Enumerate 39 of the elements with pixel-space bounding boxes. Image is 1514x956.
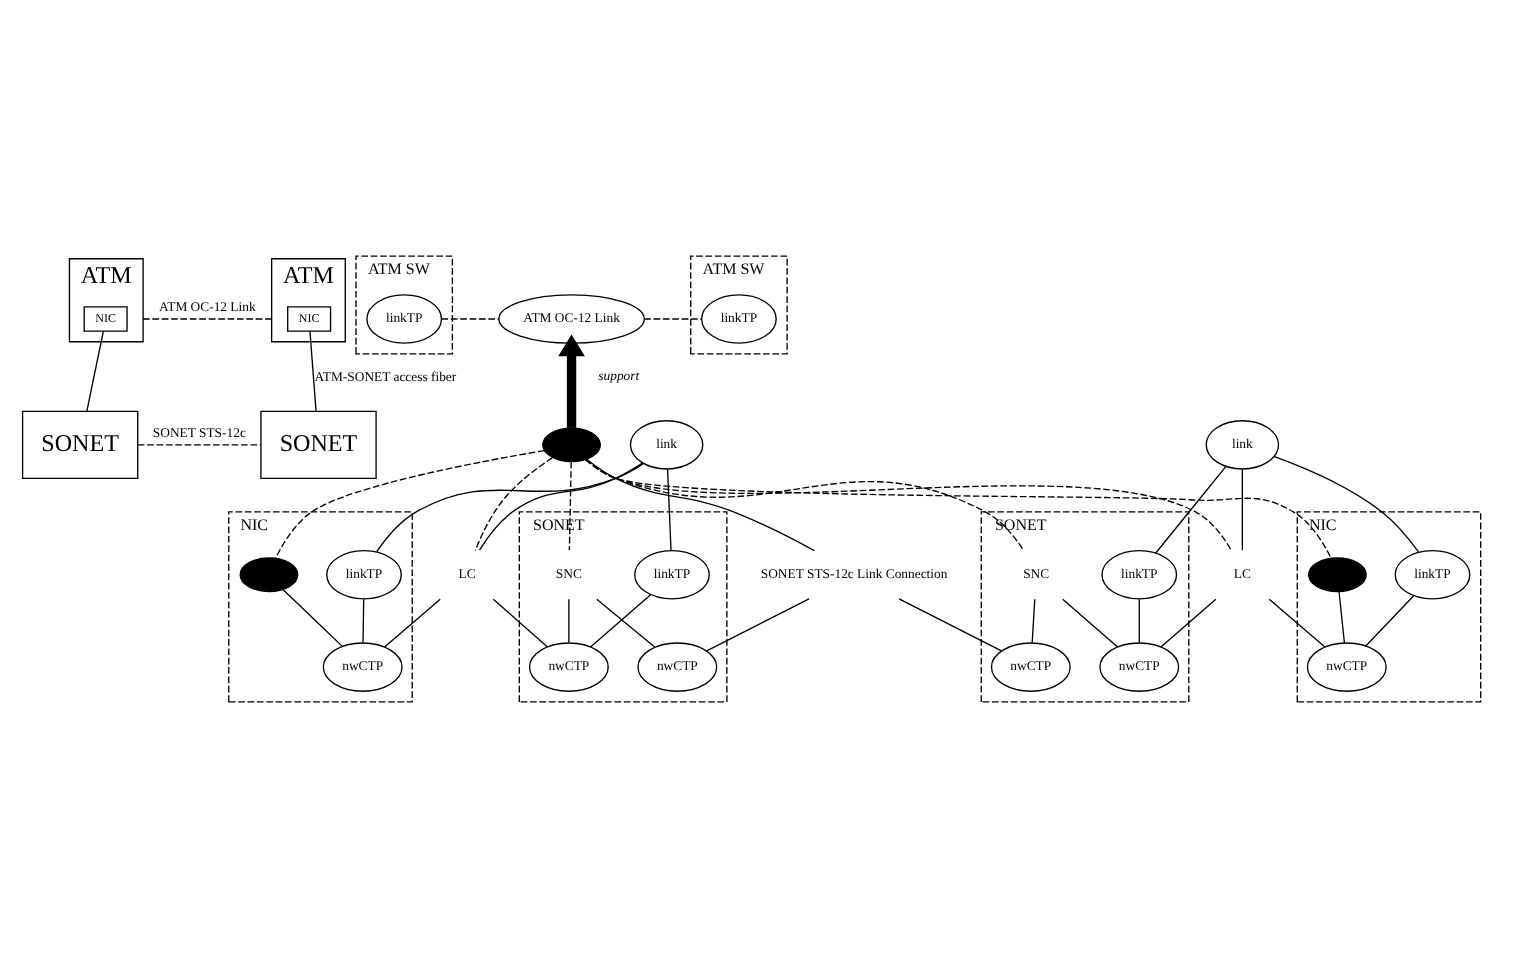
node-box: SONET xyxy=(260,409,377,478)
connector xyxy=(142,317,273,319)
connector xyxy=(440,317,500,319)
connector xyxy=(1031,597,1036,643)
connector xyxy=(898,597,1003,651)
connector xyxy=(1155,464,1227,553)
connector xyxy=(1338,590,1346,643)
connector xyxy=(568,597,570,643)
connector xyxy=(568,460,572,550)
connector xyxy=(1273,455,1420,552)
connector xyxy=(666,467,672,551)
connector xyxy=(706,597,810,651)
connector xyxy=(383,597,441,647)
node-ellipse xyxy=(239,556,299,592)
connector xyxy=(1160,597,1217,647)
connector xyxy=(137,443,262,445)
connector xyxy=(474,456,553,551)
connector xyxy=(282,588,344,647)
connector xyxy=(586,457,815,551)
connector xyxy=(1138,597,1140,643)
connector xyxy=(1062,597,1118,647)
node-ellipse xyxy=(542,426,601,462)
connector xyxy=(584,457,1233,551)
connector xyxy=(86,329,104,411)
connector xyxy=(362,597,365,643)
connector xyxy=(1241,467,1244,550)
node-box: SONET xyxy=(21,409,139,478)
connector xyxy=(1365,594,1415,646)
connector xyxy=(1268,597,1326,647)
connector xyxy=(643,317,703,319)
connector xyxy=(585,458,1024,550)
connector xyxy=(478,461,644,550)
connector xyxy=(309,329,317,411)
connector xyxy=(376,461,644,552)
node-ellipse xyxy=(1307,556,1367,592)
connector xyxy=(492,597,548,647)
connector xyxy=(584,457,1332,558)
arrow xyxy=(558,333,585,427)
connector xyxy=(274,448,545,559)
